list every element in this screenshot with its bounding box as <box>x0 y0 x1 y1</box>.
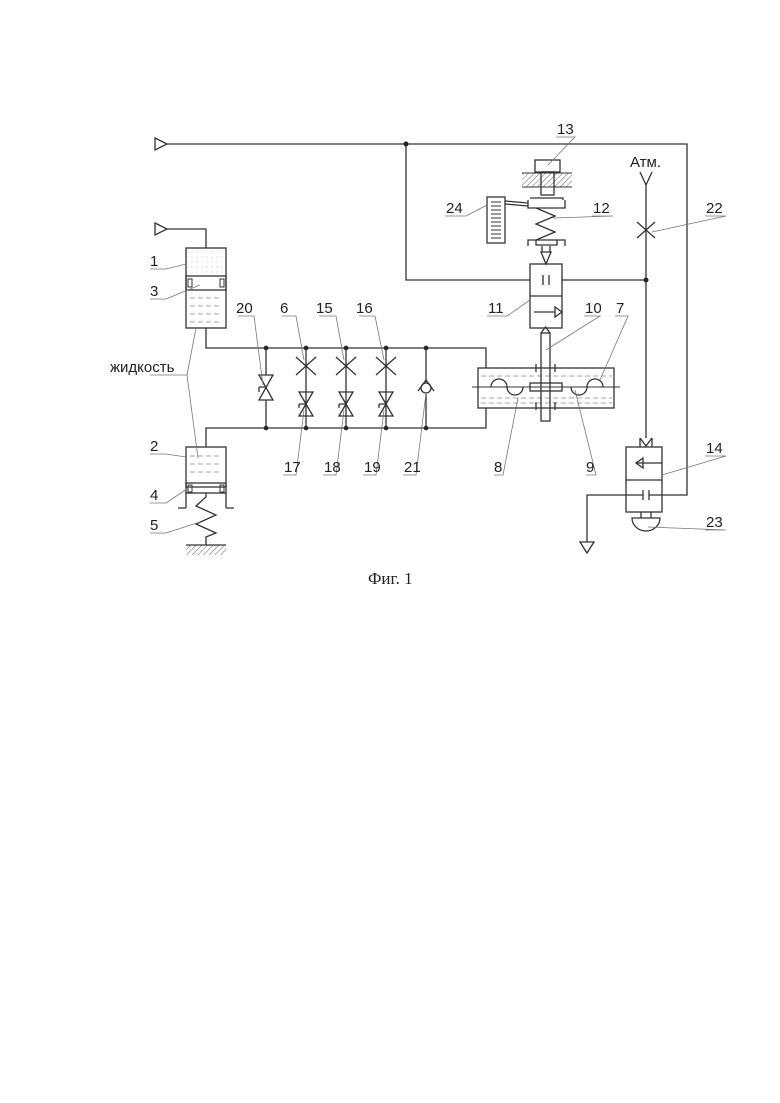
label-4: 4 <box>150 487 158 504</box>
pressure-source-icon <box>155 223 167 235</box>
throttle-branch-6-17 <box>296 348 316 428</box>
label-13: 13 <box>557 121 574 138</box>
damper-7 <box>472 327 620 421</box>
label-20: 20 <box>236 300 253 317</box>
label-17: 17 <box>284 459 301 476</box>
label-18: 18 <box>324 459 341 476</box>
label-6: 6 <box>280 300 288 317</box>
label-15: 15 <box>316 300 333 317</box>
label-5: 5 <box>150 517 158 534</box>
atmosphere-vent-icon <box>640 172 652 185</box>
valve-14 <box>626 438 662 531</box>
label-22: 22 <box>706 200 723 217</box>
valve-20-icon <box>259 348 273 428</box>
pressure-source-icon <box>155 138 167 150</box>
throttle-branch-15-18 <box>336 348 356 428</box>
spring-12-icon <box>536 208 555 240</box>
reference-numerals: 1 3 20 6 15 16 жидкость 2 4 5 17 18 19 2… <box>110 121 723 588</box>
throttle-branch-16-19 <box>376 348 396 428</box>
cylinder-2 <box>178 447 234 555</box>
leader-lines <box>150 137 726 533</box>
figure-caption: Фиг. 1 <box>368 569 413 588</box>
label-23: 23 <box>706 514 723 531</box>
exhaust-icon <box>580 542 594 553</box>
bolt-13-icon <box>535 160 560 172</box>
label-10: 10 <box>585 300 602 317</box>
label-8: 8 <box>494 459 502 476</box>
atmosphere-label: Атм. <box>630 154 661 171</box>
label-7: 7 <box>616 300 624 317</box>
button-23-icon <box>632 518 660 531</box>
setpoint-assembly <box>487 160 572 246</box>
label-3: 3 <box>150 283 158 300</box>
label-21: 21 <box>404 459 421 476</box>
label-12: 12 <box>593 200 610 217</box>
label-9: 9 <box>586 459 594 476</box>
spring-5-icon <box>196 493 216 545</box>
label-1: 1 <box>150 253 158 270</box>
liquid-label: жидкость <box>110 359 175 376</box>
valve-11 <box>530 246 562 328</box>
hydraulic-lines <box>206 328 486 447</box>
label-24: 24 <box>446 200 463 217</box>
label-14: 14 <box>706 440 723 457</box>
label-2: 2 <box>150 438 158 455</box>
scale-24-icon <box>487 197 505 243</box>
label-19: 19 <box>364 459 381 476</box>
label-11: 11 <box>488 300 504 317</box>
cylinder-1 <box>155 223 226 328</box>
label-16: 16 <box>356 300 373 317</box>
